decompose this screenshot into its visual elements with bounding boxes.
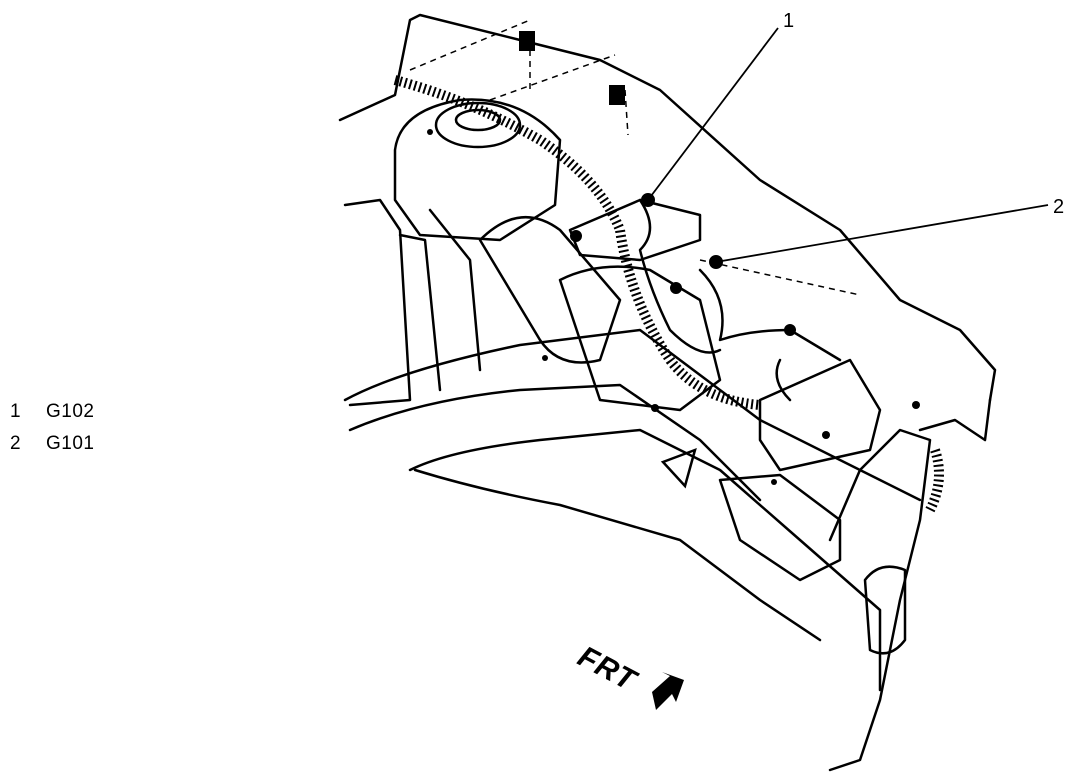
frame-rail-lower-edge — [413, 468, 822, 642]
front-arrow-icon — [652, 672, 684, 710]
inner-fender-rib — [398, 233, 442, 392]
harness-lead-2 — [698, 268, 842, 362]
hole-1 — [427, 129, 433, 135]
clip-2 — [609, 85, 625, 105]
ground-bracket — [568, 198, 702, 262]
hole-4 — [822, 431, 830, 439]
bolt-3 — [784, 324, 796, 336]
harness-lead-3 — [775, 358, 792, 402]
strut-mount-inner — [454, 108, 502, 132]
battery-tray — [758, 358, 882, 472]
component-legend: 1 G102 2 G101 — [10, 396, 94, 460]
bolt-1 — [570, 230, 582, 242]
frame-rail-bottom — [408, 428, 882, 692]
legend-number: 1 — [10, 401, 22, 422]
frame-arrow-icon — [660, 447, 697, 489]
legend-code: G102 — [46, 401, 95, 422]
inner-fender-rib-2 — [428, 208, 482, 372]
leader-line-2 — [715, 204, 1049, 263]
radiator-support — [828, 428, 932, 772]
radiator-support-cutout — [863, 565, 907, 655]
wheel-well — [478, 215, 622, 364]
strut-mount — [434, 101, 522, 149]
side-harness-loom — [925, 448, 944, 513]
hole-3 — [651, 404, 659, 412]
leader-line-1 — [647, 27, 779, 201]
frame-rail-top — [343, 328, 922, 502]
assembly-line-3 — [489, 54, 616, 101]
legend-row: 2 G101 — [10, 428, 94, 460]
assembly-line-5 — [699, 259, 861, 296]
clip-1 — [519, 31, 535, 51]
hole-5 — [912, 401, 920, 409]
support-flange — [918, 398, 992, 442]
frame-rail-mid — [348, 383, 762, 502]
bolt-2 — [670, 282, 682, 294]
legend-row: 1 G102 — [10, 396, 94, 428]
frame-bracket — [718, 473, 842, 582]
callout-2: 2 — [1053, 196, 1065, 218]
inner-fender — [343, 198, 412, 407]
fender-apron-outline — [338, 13, 997, 402]
strut-tower — [393, 98, 562, 242]
main-harness-loom — [393, 75, 761, 410]
legend-number: 2 — [10, 433, 22, 454]
hole-6 — [771, 479, 777, 485]
assembly-line-4 — [624, 89, 629, 136]
callout-1: 1 — [783, 10, 795, 32]
harness-lead-1 — [638, 198, 722, 354]
legend-code: G101 — [46, 433, 95, 454]
shock-housing — [558, 265, 722, 412]
hole-2 — [542, 355, 548, 361]
